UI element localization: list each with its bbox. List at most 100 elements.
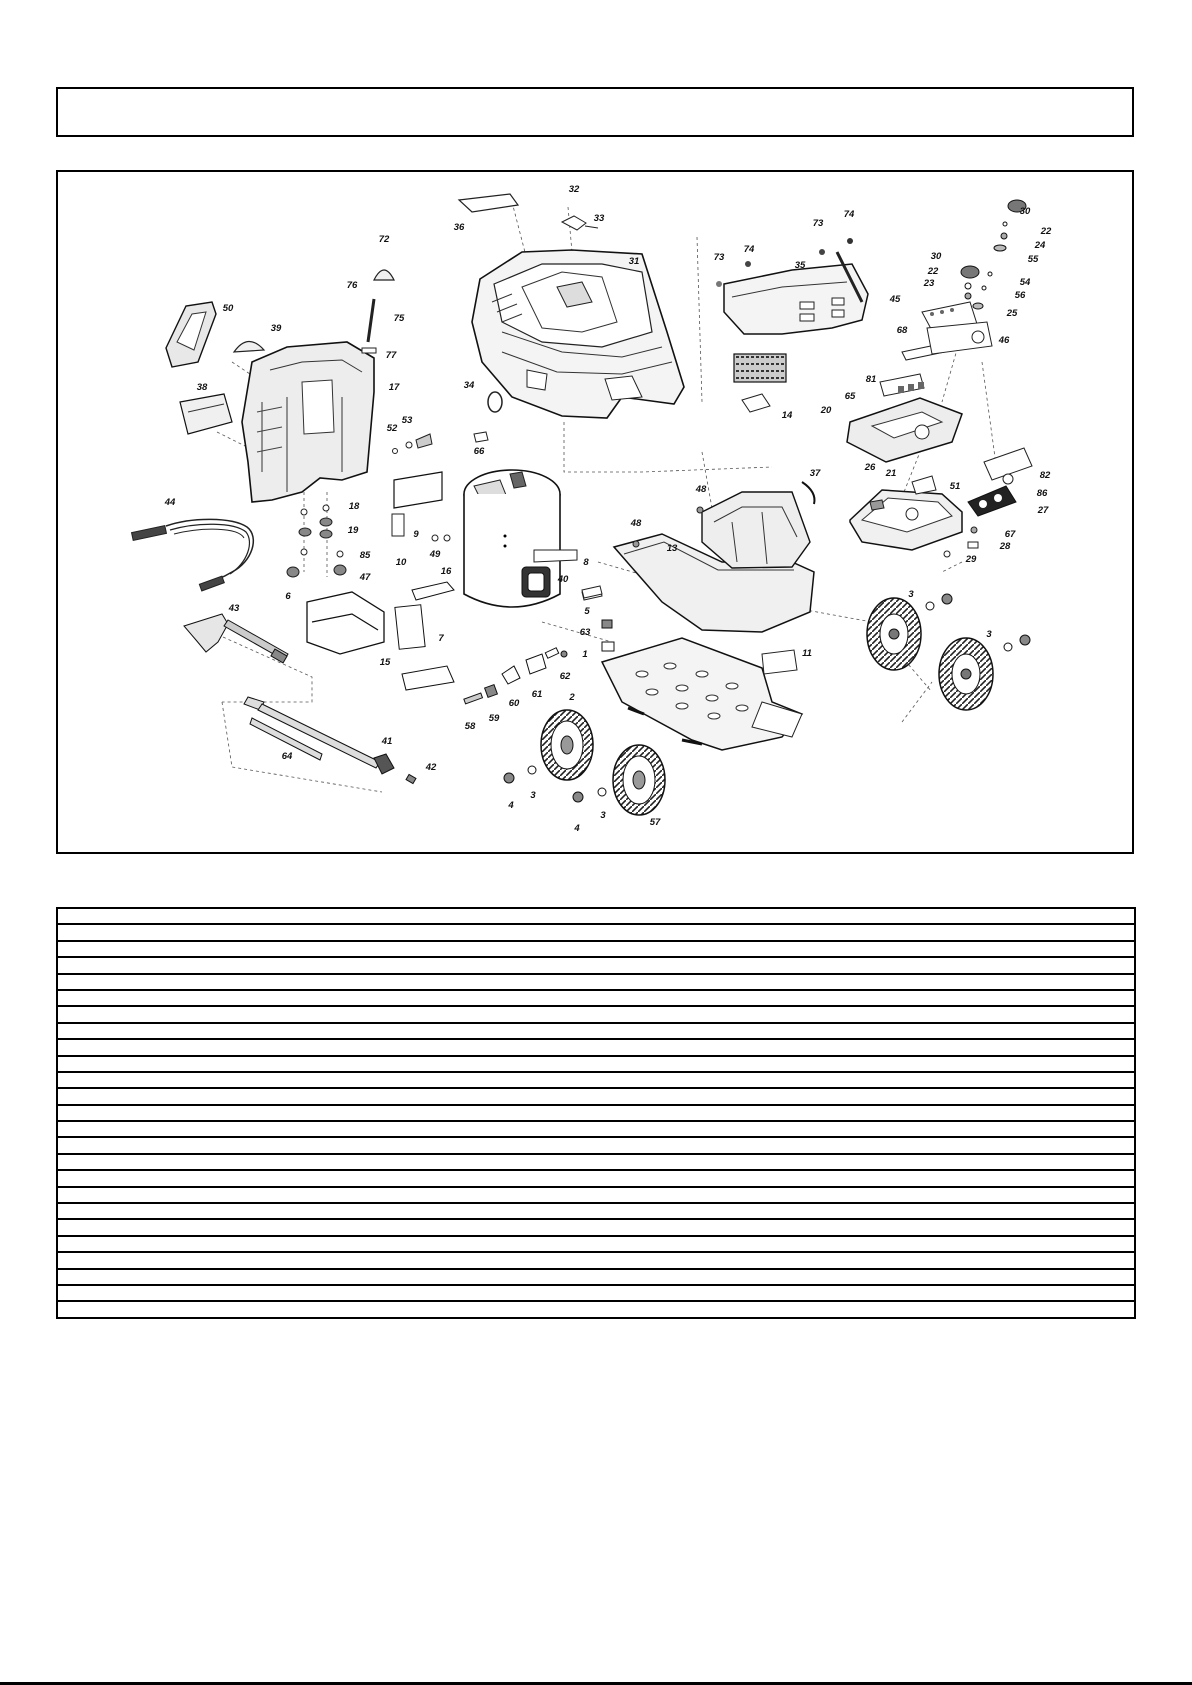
table-cell — [267, 940, 877, 959]
callout-49: 49 — [429, 549, 441, 560]
table-cell — [1049, 940, 1136, 959]
table-cell — [56, 1235, 97, 1254]
table-cell — [267, 1268, 877, 1287]
table-cell — [56, 1170, 97, 1188]
bracket-part-6 — [306, 591, 385, 655]
table-cell — [97, 924, 165, 942]
callout-36: 36 — [454, 222, 465, 233]
table-cell — [1049, 1153, 1136, 1172]
table-cell — [97, 1268, 165, 1287]
table-row — [56, 940, 1136, 959]
table-row — [56, 1088, 1136, 1106]
table-row — [56, 1022, 1136, 1041]
callout-44: 44 — [164, 497, 176, 508]
table-cell — [1049, 1284, 1136, 1303]
callout-72: 72 — [379, 234, 390, 245]
table-cell — [97, 1153, 165, 1172]
table-cell — [267, 1252, 877, 1270]
table-cell — [165, 1252, 267, 1270]
table-row — [56, 1170, 1136, 1188]
table-cell — [165, 1137, 267, 1155]
callout-14: 14 — [782, 410, 793, 421]
table-cell — [56, 1268, 97, 1287]
table-cell — [165, 1055, 267, 1073]
wheel-part-2 — [540, 709, 594, 781]
table-row — [56, 1301, 1136, 1319]
rear-wheel-right — [938, 637, 994, 711]
table-cell — [56, 1203, 97, 1221]
callout-67: 67 — [1005, 529, 1016, 540]
callout-60: 60 — [509, 698, 520, 709]
table-cell — [1049, 1301, 1136, 1319]
table-cell — [97, 973, 165, 991]
callout-55: 55 — [1028, 254, 1039, 265]
table-cell — [877, 989, 1049, 1008]
table-cell — [97, 1252, 165, 1270]
table-cell — [165, 1022, 267, 1041]
table-row — [56, 1186, 1136, 1205]
callout-74: 74 — [744, 244, 755, 255]
table-cell — [267, 1137, 877, 1155]
wheel-washers — [503, 593, 1031, 803]
table-cell — [877, 1006, 1049, 1024]
callout-25: 25 — [1006, 308, 1018, 319]
table-cell — [1049, 973, 1136, 991]
table-cell — [56, 1252, 97, 1270]
table-row — [56, 957, 1136, 975]
callout-11: 11 — [802, 648, 812, 659]
table-cell — [267, 1039, 877, 1057]
callout-4: 4 — [507, 800, 514, 811]
callout-18: 18 — [349, 501, 360, 512]
callout-6: 6 — [285, 591, 291, 602]
table-cell — [1049, 1104, 1136, 1123]
callout-15: 15 — [380, 657, 391, 668]
table-cell — [56, 1039, 97, 1057]
callout-48: 48 — [630, 518, 642, 529]
table-cell — [165, 1203, 267, 1221]
callout-23: 23 — [923, 278, 935, 289]
callout-63: 63 — [580, 627, 591, 638]
lance-part-41 — [243, 696, 417, 785]
table-cell — [1049, 1203, 1136, 1221]
table-cell — [877, 906, 1049, 926]
table-cell — [267, 1121, 877, 1139]
callout-58: 58 — [465, 721, 476, 732]
callout-22: 22 — [927, 266, 939, 277]
table-row — [56, 924, 1136, 942]
table-cell — [97, 1284, 165, 1303]
callout-52: 52 — [387, 423, 398, 434]
table-cell — [97, 1121, 165, 1139]
table-cell — [877, 973, 1049, 991]
callout-46: 46 — [998, 335, 1010, 346]
callout-42: 42 — [425, 762, 437, 773]
table-cell — [1049, 906, 1136, 926]
table-cell — [56, 1153, 97, 1172]
hose-part-44 — [130, 518, 255, 592]
table-cell — [97, 1203, 165, 1221]
table-row — [56, 1252, 1136, 1270]
callout-1: 1 — [582, 649, 587, 660]
table-cell — [267, 989, 877, 1008]
table-row — [56, 1055, 1136, 1073]
table-cell — [97, 1022, 165, 1041]
callout-39: 39 — [271, 323, 282, 334]
table-cell — [1049, 1235, 1136, 1254]
table-cell — [97, 1104, 165, 1123]
callout-38: 38 — [197, 382, 208, 393]
table-cell — [267, 957, 877, 975]
callout-57: 57 — [650, 817, 661, 828]
callout-10: 10 — [396, 557, 407, 568]
callout-3: 3 — [530, 790, 536, 801]
callout-4: 4 — [573, 823, 580, 834]
table-cell — [97, 1186, 165, 1205]
table-cell — [1049, 1186, 1136, 1205]
page-bottom-rule — [0, 1682, 1192, 1685]
table-cell — [267, 1153, 877, 1172]
callout-51: 51 — [950, 481, 961, 492]
table-row — [56, 1104, 1136, 1123]
table-cell — [97, 940, 165, 959]
callout-61: 61 — [532, 689, 543, 700]
spray-gun-part-43 — [183, 613, 289, 664]
table-cell — [56, 1055, 97, 1073]
hood-part-31 — [471, 249, 685, 419]
